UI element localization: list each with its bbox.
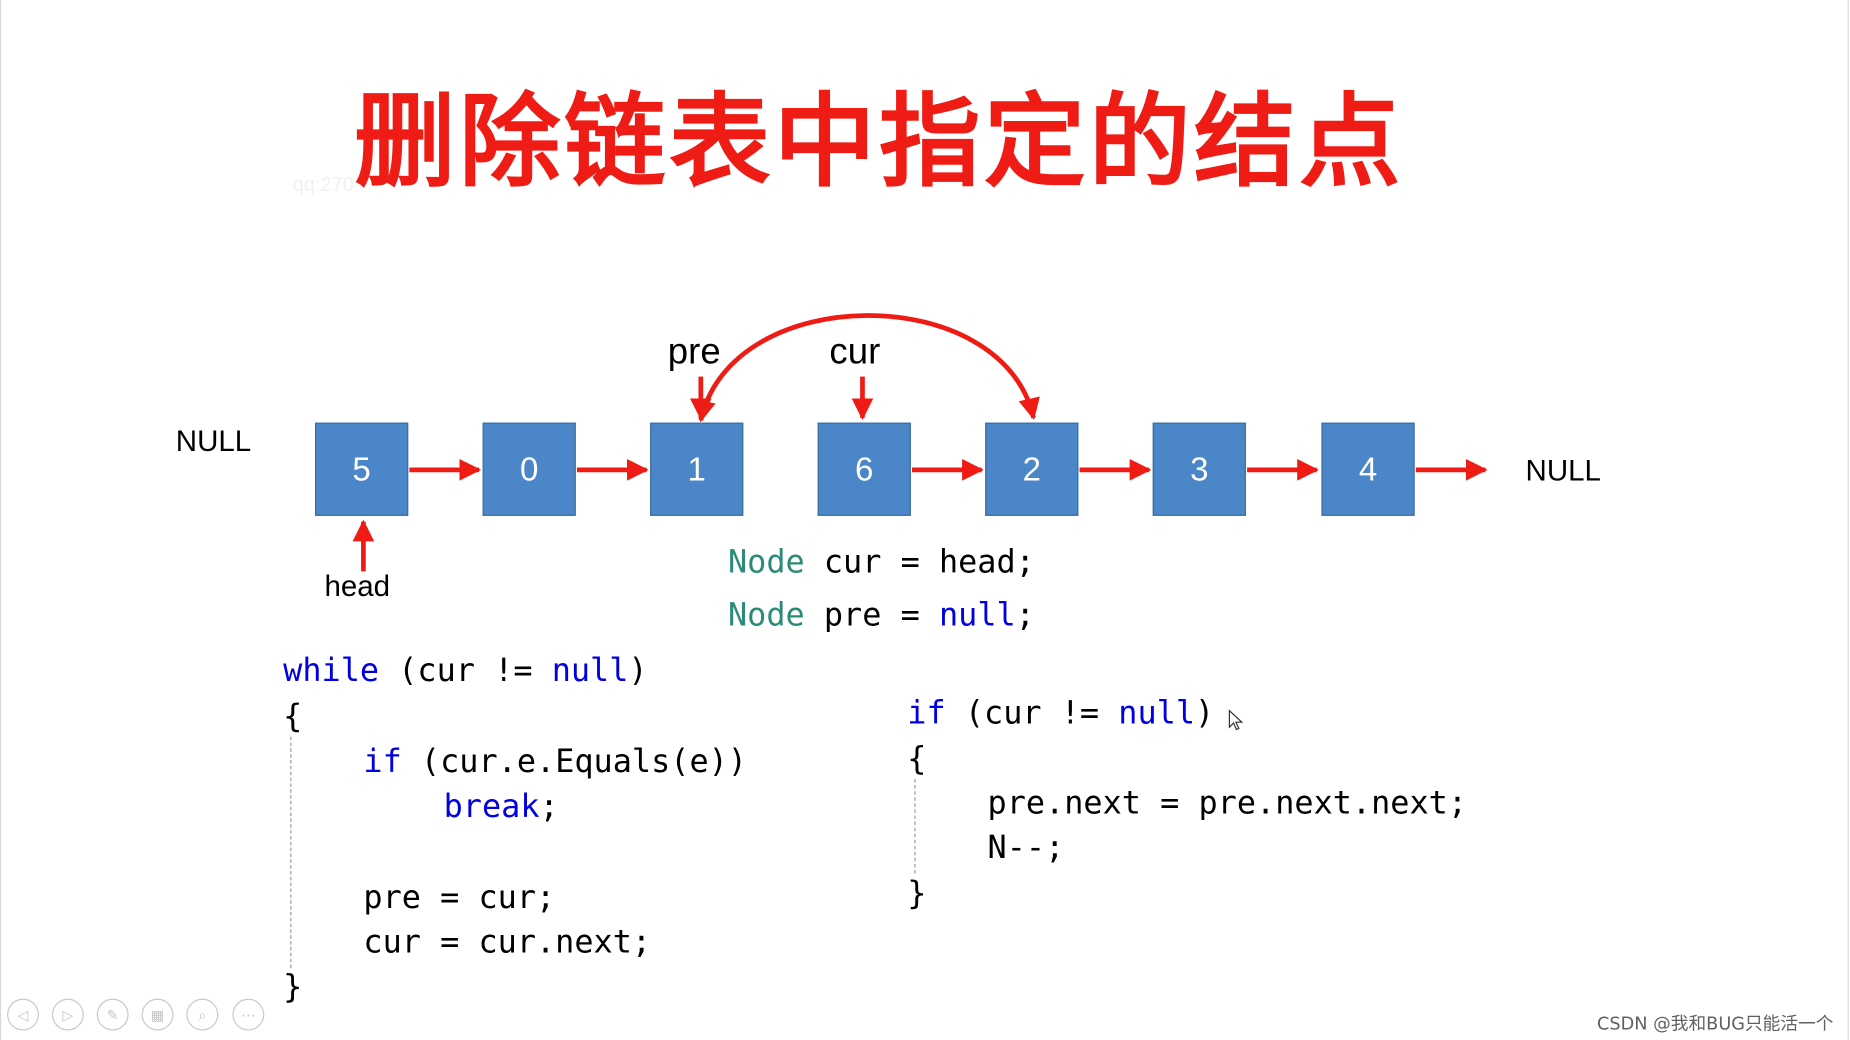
code-text: ) — [628, 652, 648, 690]
code-cur-advance-line: cur = cur.next; — [363, 924, 652, 961]
code-while-close-brace: } — [283, 969, 303, 1006]
code-text: (cur != — [945, 695, 1119, 732]
code-text: cur = head; — [804, 544, 1035, 581]
bypass-arrow — [694, 313, 1040, 423]
list-node-5: 5 — [315, 422, 409, 516]
previous-slide-icon[interactable]: ◁ — [7, 998, 39, 1031]
list-node-0: 0 — [482, 422, 576, 516]
head-label: head — [324, 570, 391, 604]
slide-title: 删除链表中指定的结点 — [353, 83, 1405, 202]
if-keyword: if — [363, 743, 402, 781]
code-if-close-brace: } — [907, 875, 927, 913]
next-slide-icon[interactable]: ▷ — [51, 998, 84, 1031]
right-border — [1847, 0, 1849, 1040]
null-keyword: null — [551, 652, 629, 690]
list-node-6: 6 — [817, 422, 911, 516]
list-node-3: 3 — [1152, 422, 1246, 516]
code-text: (cur.e.Equals(e)) — [401, 743, 747, 781]
if-keyword: if — [907, 695, 946, 732]
cur-label: cur — [829, 330, 881, 372]
code-break-line: break; — [444, 791, 559, 823]
code-if-equals-line: if (cur.e.Equals(e)) — [363, 746, 747, 778]
indent-guide — [290, 736, 292, 968]
code-pre-assign-line: pre = cur; — [363, 879, 556, 917]
csdn-credit: CSDN @我和BUG只能活一个 — [1597, 1012, 1834, 1035]
code-while-line: while (cur != null) — [283, 655, 647, 687]
code-if-open-brace: { — [907, 741, 927, 778]
code-text: (cur != — [379, 652, 552, 690]
right-null-label: NULL — [1525, 454, 1601, 488]
pre-label: pre — [667, 330, 721, 372]
watermark: qq:270 — [292, 173, 354, 196]
code-text: ; — [539, 788, 559, 826]
mouse-cursor-icon — [1228, 709, 1244, 731]
indent-guide — [914, 779, 916, 874]
code-if-null-line: if (cur != null) — [907, 698, 1214, 730]
left-null-label: NULL — [175, 424, 252, 459]
while-keyword: while — [283, 652, 380, 690]
code-while-open-brace: { — [283, 698, 303, 736]
code-decrement-line: N--; — [987, 829, 1065, 867]
code-relink-line: pre.next = pre.next.next; — [987, 785, 1468, 822]
code-text: ; — [1015, 597, 1035, 634]
null-keyword: null — [1118, 695, 1196, 732]
code-init-cur: Node cur = head; — [728, 547, 1035, 579]
code-init-pre: Node pre = null; — [728, 600, 1035, 632]
null-keyword: null — [938, 597, 1016, 634]
list-node-2: 2 — [985, 422, 1079, 516]
type-keyword: Node — [727, 544, 805, 581]
list-node-1: 1 — [650, 422, 744, 516]
break-keyword: break — [443, 788, 540, 826]
more-options-icon[interactable]: ⋯ — [232, 998, 265, 1031]
pen-icon[interactable]: ✎ — [96, 998, 129, 1031]
code-text: pre = — [804, 597, 939, 634]
code-text: ) — [1195, 695, 1215, 732]
zoom-icon[interactable]: ⌕ — [186, 998, 219, 1031]
type-keyword: Node — [727, 597, 805, 634]
list-node-4: 4 — [1321, 422, 1415, 516]
slide-grid-icon[interactable]: ▦ — [141, 998, 174, 1031]
left-border — [0, 0, 2, 1040]
